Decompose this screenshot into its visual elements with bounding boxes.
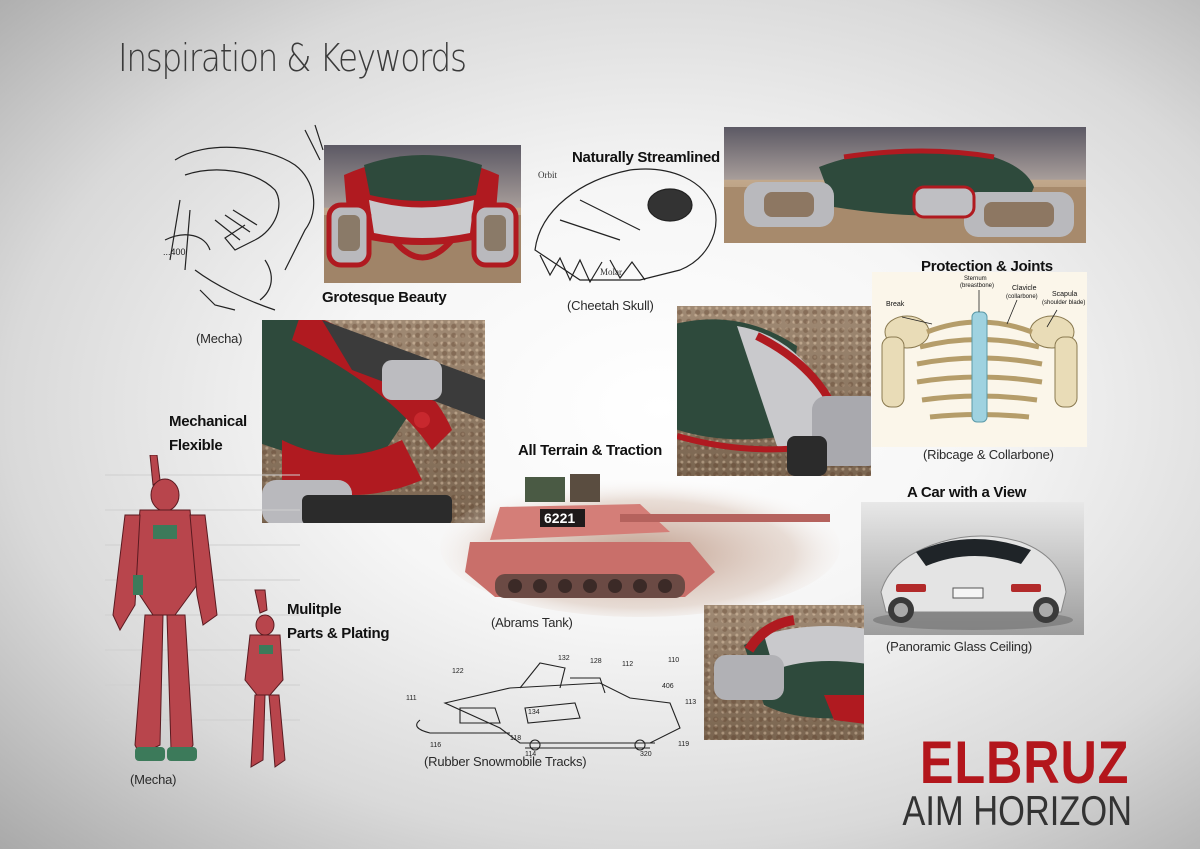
sm-132-label: 132 xyxy=(558,655,570,662)
keyword-mechanical: Mechanical xyxy=(169,413,247,430)
sm-112-label: 112 xyxy=(622,661,633,668)
caption-glass: (Panoramic Glass Ceiling) xyxy=(886,639,1032,654)
svg-text:...400: ...400 xyxy=(163,247,186,257)
rib-break-label: Break xyxy=(886,301,905,308)
sm-113-label: 113 xyxy=(685,699,696,706)
skull-molar-label: Molar xyxy=(600,267,622,277)
rib-clavicle-label: Clavicle xyxy=(1012,285,1037,292)
sm-118-label: 118 xyxy=(510,735,521,742)
ribcage-diagram-image: Break Sternum (breastbone) Clavicle (col… xyxy=(872,272,1087,447)
page-title: Inspiration & Keywords xyxy=(118,36,467,80)
keyword-flexible: Flexible xyxy=(169,437,223,454)
keyword-plating: Parts & Plating xyxy=(287,625,390,642)
grotesque-render-image xyxy=(324,145,521,283)
caption-ribcage: (Ribcage & Collarbone) xyxy=(923,447,1054,462)
brand-name: ELBRUZ xyxy=(919,729,1129,796)
snowmobile-drawing-image: 122 132 128 112 110 406 111 134 113 116 … xyxy=(406,655,696,758)
sm-119-label: 119 xyxy=(678,741,689,748)
caption-cheetah: (Cheetah Skull) xyxy=(567,298,654,313)
rib-collarbone-label: (collarbone) xyxy=(1006,294,1038,300)
sm-406-label: 406 xyxy=(662,683,674,690)
closeup-render-right-image xyxy=(677,306,871,476)
caption-snowmobile: (Rubber Snowmobile Tracks) xyxy=(424,754,587,769)
skull-orbit-label: Orbit xyxy=(538,170,557,180)
caption-mecha-top: (Mecha) xyxy=(196,331,243,346)
abrams-tank-image: 6221 xyxy=(440,474,840,617)
rib-sternum-label: Sternum xyxy=(964,276,987,282)
keyword-protection: Protection & Joints xyxy=(921,258,1053,275)
sm-110-label: 110 xyxy=(668,657,679,664)
sm-134-label: 134 xyxy=(528,709,540,716)
keyword-grotesque: Grotesque Beauty xyxy=(322,289,447,306)
rib-breastbone-label: (breastbone) xyxy=(960,283,994,289)
sm-114-label: 114 xyxy=(525,751,536,758)
mecha-sketch-image: ...400 xyxy=(163,124,324,311)
sm-128-label: 128 xyxy=(590,658,602,665)
keyword-car-view: A Car with a View xyxy=(907,484,1027,501)
keyword-multiple: Mulitple xyxy=(287,601,342,618)
sm-122-label: 122 xyxy=(452,668,464,675)
caption-tank: (Abrams Tank) xyxy=(491,615,573,630)
desert-render-wide-image xyxy=(724,127,1086,243)
panoramic-car-image xyxy=(861,502,1084,635)
tank-number-label: 6221 xyxy=(544,510,575,526)
closeup-render-left-image xyxy=(262,320,485,523)
sm-116-label: 116 xyxy=(430,742,441,749)
keyword-terrain: All Terrain & Traction xyxy=(518,442,662,459)
brand-tagline: AIM HORIZON xyxy=(902,787,1132,834)
closeup-render-bottom-image xyxy=(704,605,864,740)
caption-mecha-bottom: (Mecha) xyxy=(130,772,177,787)
mecha-figure-image xyxy=(105,455,300,768)
rib-scapula-label: Scapula xyxy=(1052,291,1077,298)
sm-320-label: 320 xyxy=(640,751,652,758)
sm-111-label: 111 xyxy=(406,695,417,702)
keyword-streamlined: Naturally Streamlined xyxy=(572,149,720,166)
rib-shoulder-label: (shoulder blade) xyxy=(1042,300,1085,306)
cheetah-skull-image: Orbit Molar xyxy=(534,168,717,284)
